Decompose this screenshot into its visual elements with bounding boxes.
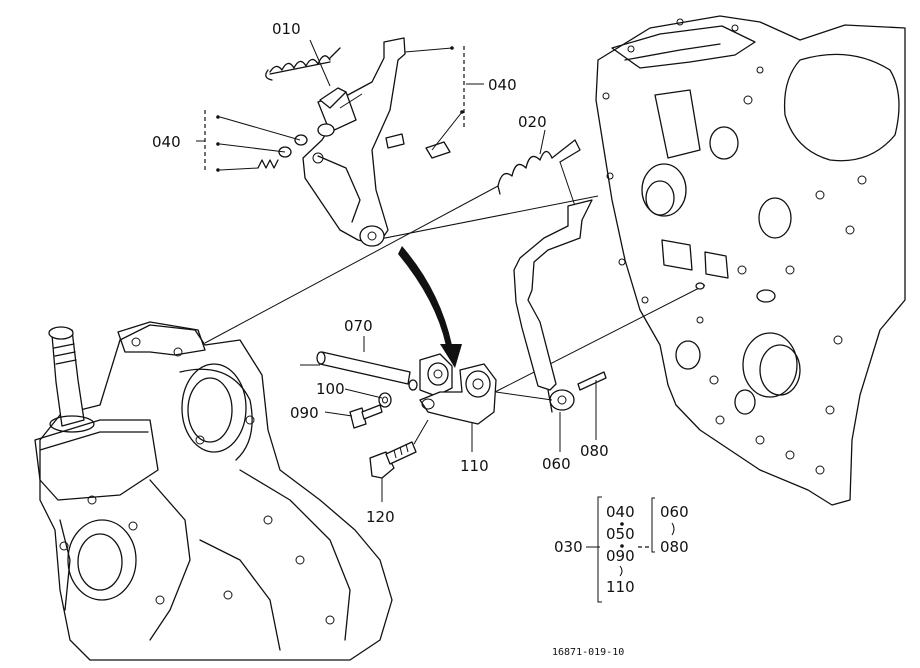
key-a-4: 110 (606, 578, 635, 596)
key-parent: 030 (554, 538, 583, 556)
callout-080: 080 (580, 442, 609, 460)
key-a-1: 040 (606, 503, 635, 521)
callout-020: 020 (518, 113, 547, 131)
group-brackets (196, 46, 484, 172)
key-a-3: 090 (606, 547, 635, 565)
alignment-lines (204, 185, 706, 393)
callout-100: 100 (316, 380, 345, 398)
callout-090: 090 (290, 404, 319, 422)
bolt-090 (349, 404, 383, 429)
key-a-2: 050 (606, 525, 635, 543)
gear-case-plate (595, 15, 906, 506)
lever-060 (513, 199, 705, 413)
callout-010: 010 (272, 20, 301, 38)
bracket-110 (419, 353, 497, 425)
key-b-1: 060 (660, 503, 689, 521)
washer-100 (378, 379, 418, 408)
spring-010 (265, 47, 341, 81)
callout-110: 110 (460, 457, 489, 475)
callout-060: 060 (542, 455, 571, 473)
housing-casting (34, 321, 393, 661)
leader-lines (309, 39, 597, 502)
callout-040-right: 040 (488, 76, 517, 94)
callout-labels: 010 040 040 020 070 100 090 110 060 080 … (152, 20, 609, 526)
callout-120: 120 (366, 508, 395, 526)
assembly-key: 030 040 050 090 110 060 080 (554, 496, 689, 603)
key-b-2: 080 (660, 538, 689, 556)
bolt-120 (369, 441, 417, 479)
shift-fork (302, 37, 406, 247)
pin-070 (316, 351, 411, 385)
assembly-arrow (398, 246, 462, 368)
callout-040-left: 040 (152, 133, 181, 151)
callout-070: 070 (344, 317, 373, 335)
figure-code: 16871-019-10 (552, 647, 624, 658)
spring-020 (497, 139, 581, 207)
